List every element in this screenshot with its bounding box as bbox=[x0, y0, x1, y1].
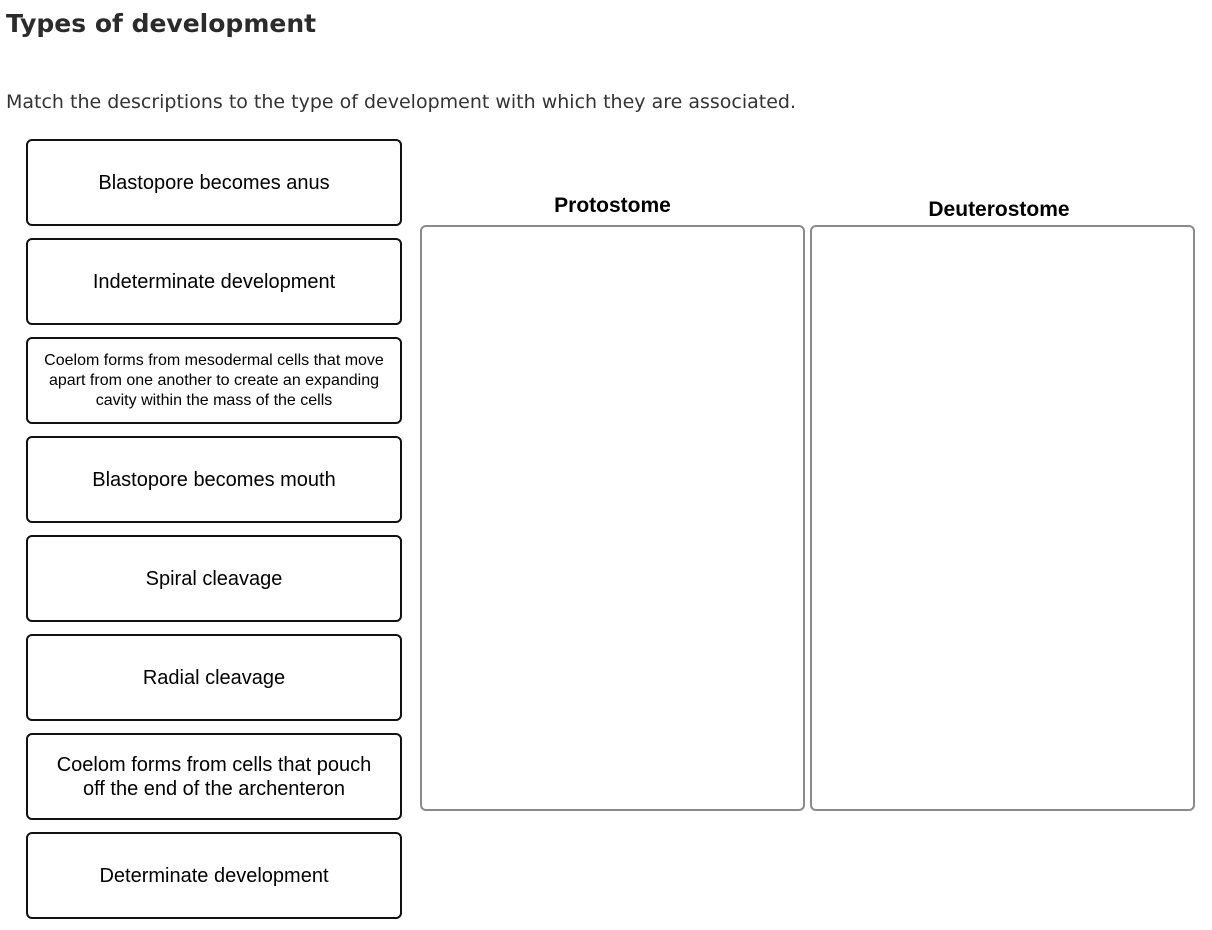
draggable-card-indeterminate-development[interactable]: Indeterminate development bbox=[26, 238, 402, 325]
protostome-dropzone[interactable] bbox=[420, 225, 805, 811]
protostome-heading: Protostome bbox=[554, 194, 671, 217]
question-instructions: Match the descriptions to the type of de… bbox=[6, 91, 797, 113]
draggable-card-determinate-development[interactable]: Determinate development bbox=[26, 832, 402, 919]
draggable-card-blastopore-anus[interactable]: Blastopore becomes anus bbox=[26, 139, 402, 226]
deuterostome-heading: Deuterostome bbox=[928, 198, 1070, 221]
deuterostome-dropzone[interactable] bbox=[810, 225, 1195, 811]
draggable-card-spiral-cleavage[interactable]: Spiral cleavage bbox=[26, 535, 402, 622]
question-title: Types of development bbox=[6, 9, 317, 38]
draggable-card-coelom-archenteron[interactable]: Coelom forms from cells that pouch off t… bbox=[26, 733, 402, 820]
draggable-card-blastopore-mouth[interactable]: Blastopore becomes mouth bbox=[26, 436, 402, 523]
draggable-card-radial-cleavage[interactable]: Radial cleavage bbox=[26, 634, 402, 721]
draggable-card-coelom-mesodermal[interactable]: Coelom forms from mesodermal cells that … bbox=[26, 337, 402, 424]
